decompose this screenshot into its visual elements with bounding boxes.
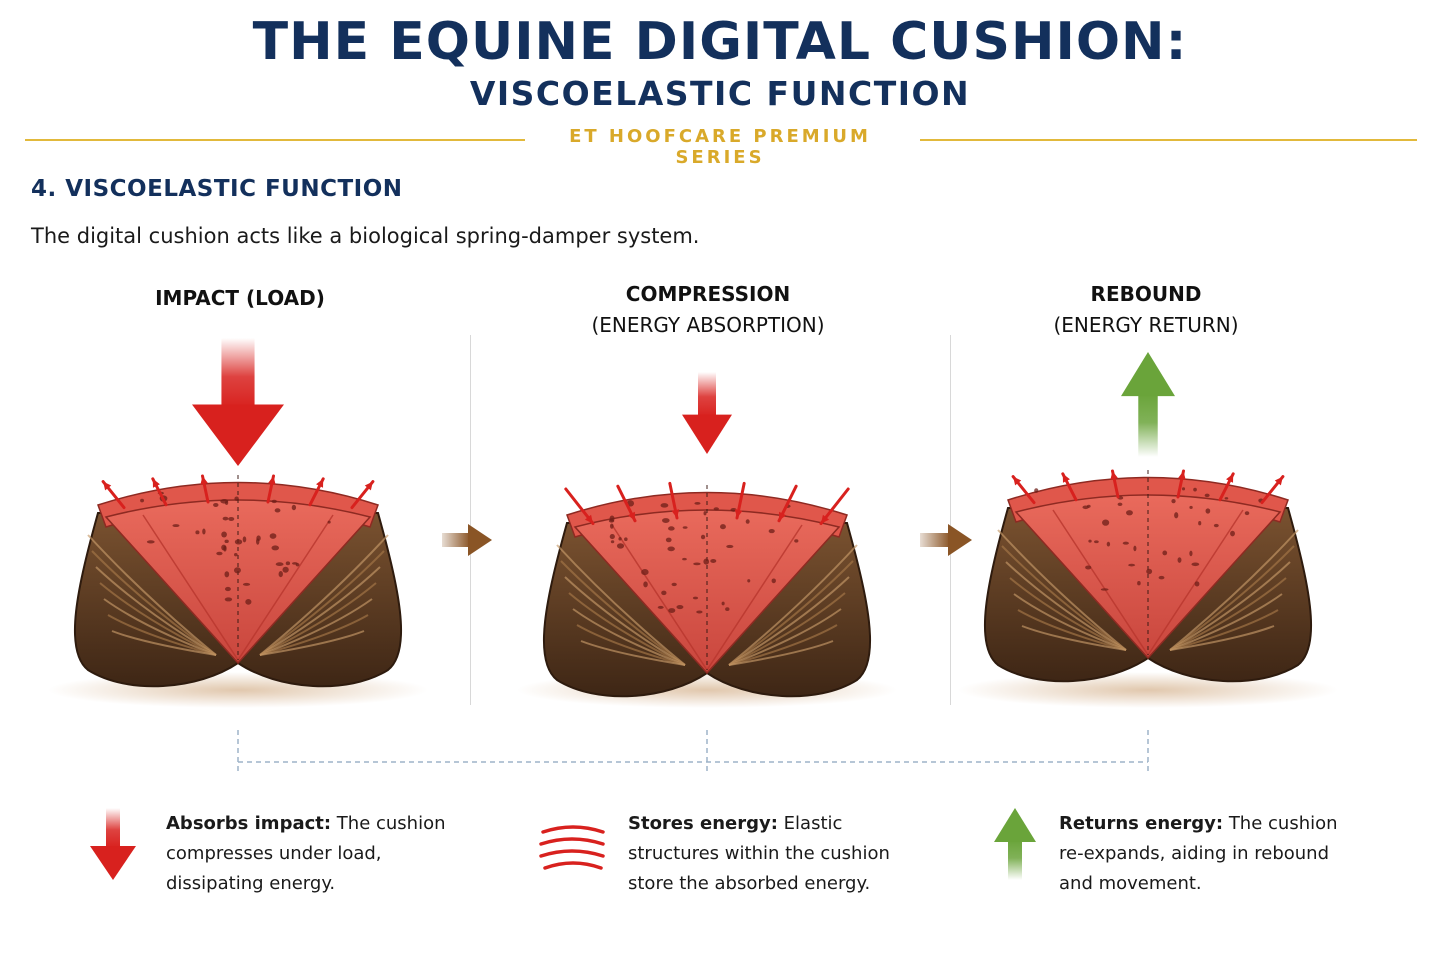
- caption-absorbs-bold: Absorbs impact:: [166, 813, 332, 834]
- force-arrows-compression: [564, 481, 850, 526]
- energy-waves-icon: [539, 825, 605, 870]
- caption-absorbs-line3: dissipating energy.: [166, 873, 336, 894]
- gold-rule-left: [25, 139, 525, 141]
- load-arrow-compression: [682, 372, 732, 454]
- section-intro: The digital cushion acts like a biologic…: [31, 224, 700, 248]
- caption-returns-line2: re-expands, aiding in rebound: [1059, 843, 1329, 864]
- caption-absorbs-line2: compresses under load,: [166, 843, 382, 864]
- page-title: THE EQUINE DIGITAL CUSHION:: [252, 12, 1188, 72]
- cushion-rebound-illustration: [958, 352, 1338, 708]
- divider-right: [950, 335, 951, 705]
- section-heading: 4. VISCOELASTIC FUNCTION: [31, 176, 403, 202]
- divider-left: [470, 335, 471, 705]
- caption-returns-line1: The cushion: [1223, 813, 1338, 834]
- caption-stores-bold: Stores energy:: [628, 813, 778, 834]
- stage-compression-subtitle: (ENERGY ABSORPTION): [591, 313, 825, 337]
- timeline-bracket: [237, 730, 1149, 775]
- force-arrows-impact: [101, 474, 375, 510]
- caption-returns: Returns energy: The cushion re-expands, …: [1059, 809, 1349, 899]
- caption-returns-line3: and movement.: [1059, 873, 1202, 894]
- gold-rule-right: [920, 139, 1417, 141]
- flow-arrow-icon-1: [442, 524, 492, 556]
- caption-stores-line1: Elastic: [777, 813, 843, 834]
- page-subtitle: VISCOELASTIC FUNCTION: [469, 74, 971, 113]
- cushion-impact-illustration: [48, 338, 428, 708]
- up-arrow-icon: [994, 808, 1036, 880]
- stage-compression-title: COMPRESSION: [625, 282, 791, 306]
- caption-stores-line3: store the absorbed energy.: [628, 873, 871, 894]
- stage-rebound-subtitle: (ENERGY RETURN): [1053, 313, 1239, 337]
- cushion-compression-illustration: [517, 372, 897, 708]
- series-label: ET HOOFCARE PREMIUM SERIES: [569, 126, 871, 168]
- caption-returns-bold: Returns energy:: [1059, 813, 1224, 834]
- stage-impact-title: IMPACT (LOAD): [155, 286, 325, 310]
- down-arrow-icon: [90, 808, 136, 880]
- load-arrow-impact: [192, 338, 284, 466]
- flow-arrow-icon-2: [920, 524, 972, 556]
- force-arrows-rebound: [1011, 469, 1285, 505]
- stage-rebound-title: REBOUND: [1090, 282, 1202, 306]
- return-arrow-rebound: [1121, 352, 1175, 457]
- caption-absorbs-line1: The cushion: [331, 813, 446, 834]
- caption-absorbs: Absorbs impact: The cushion compresses u…: [166, 809, 456, 899]
- caption-stores-line2: structures within the cushion: [628, 843, 890, 864]
- caption-stores: Stores energy: Elastic structures within…: [628, 809, 918, 899]
